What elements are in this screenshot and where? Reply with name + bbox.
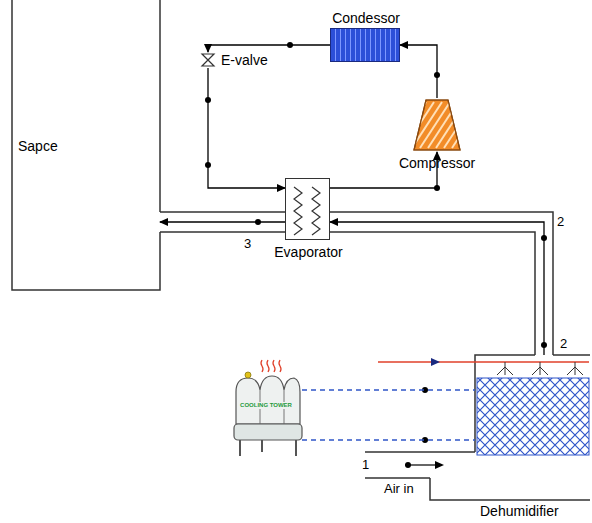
node-label: Dehumidifier	[480, 503, 559, 519]
air-inlet	[365, 451, 475, 453]
expansion-valve: E-valve	[200, 52, 216, 68]
state-point-number: 3	[244, 236, 251, 251]
flow-line	[160, 221, 285, 222]
compressor-outline	[412, 98, 462, 152]
hot-water-arrow	[431, 358, 440, 366]
coil-outline	[286, 179, 331, 241]
node-label: E-valve	[221, 52, 268, 68]
valve-outline	[200, 52, 216, 68]
air-flow-arrow	[435, 461, 444, 469]
dehumidifier-box: Dehumidifier	[475, 355, 590, 500]
line-dots	[205, 42, 547, 468]
packing-hatch	[477, 378, 589, 455]
node-label: Sapce	[18, 138, 58, 154]
dehumidifier-housing	[553, 354, 590, 356]
state-point-number: 2	[560, 336, 567, 351]
node-label: Evaporator	[274, 244, 342, 260]
node-label: COOLING TOWER	[240, 402, 292, 409]
water-pipe	[302, 439, 475, 440]
space-box: Sapce	[12, 0, 160, 290]
space-wall	[12, 0, 160, 290]
space-wall	[159, 0, 161, 212]
state-point-number: 2	[557, 214, 564, 229]
dehumidifier-housing	[430, 478, 590, 500]
inlet-label: Air in	[384, 481, 414, 496]
flow-line	[208, 68, 285, 188]
compressor-symbol: Compressor	[412, 98, 462, 152]
duct-wall	[160, 232, 535, 355]
air-inlet	[365, 477, 430, 479]
flow-line	[330, 222, 544, 355]
cooling-tower: COOLING TOWER	[230, 370, 302, 460]
hot-water-line	[378, 361, 589, 363]
evaporator-box: Evaporator	[285, 178, 330, 240]
node-label: Compressor	[399, 155, 475, 171]
flow-line	[208, 45, 330, 52]
duct-wall	[160, 212, 553, 355]
water-pipe	[302, 389, 475, 390]
spray-nozzles	[497, 362, 583, 375]
state-point-number: 1	[362, 457, 369, 472]
cooling-tower-picture	[234, 360, 302, 456]
condenser-box: Condessor	[330, 28, 400, 62]
flow-line	[400, 45, 437, 98]
node-label: Condessor	[332, 10, 400, 26]
